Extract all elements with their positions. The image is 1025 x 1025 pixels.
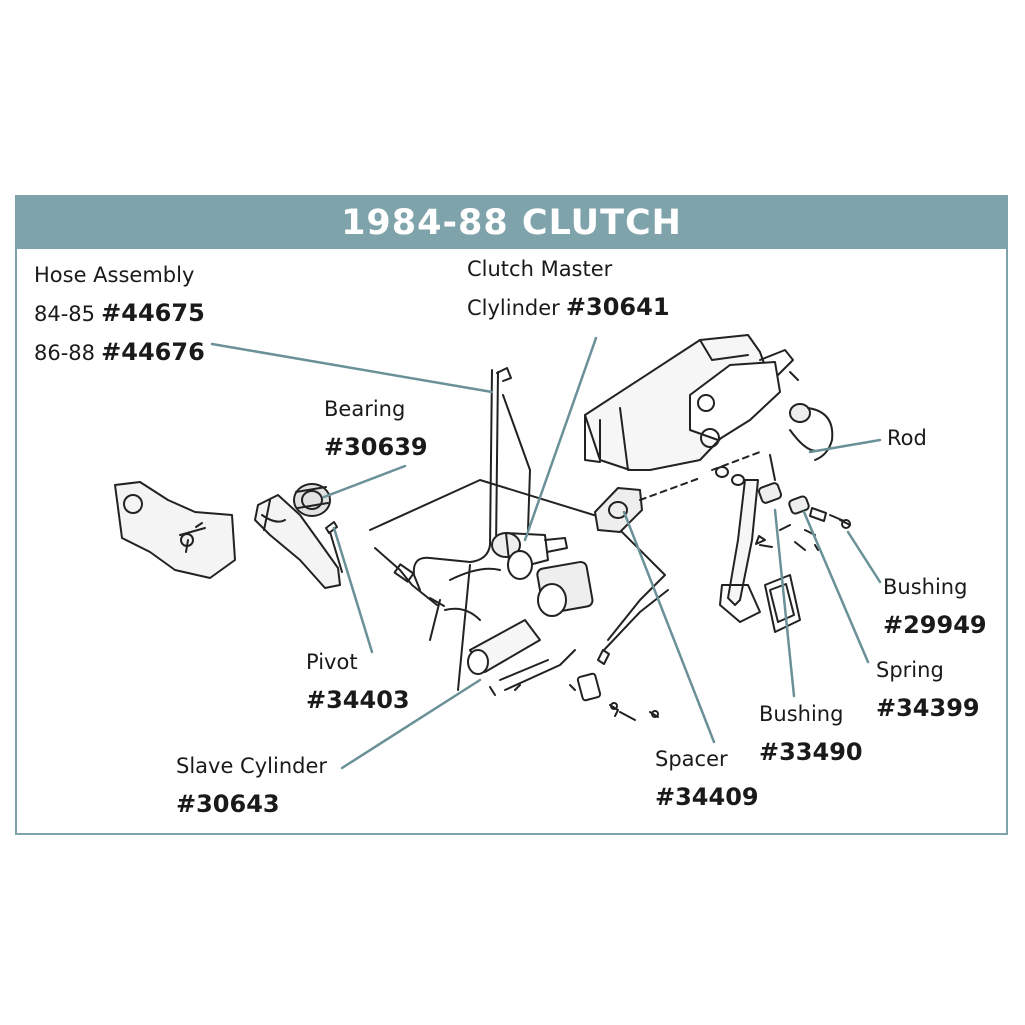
label-bushing-33490: Bushing #33490 xyxy=(759,695,863,771)
leader-spring xyxy=(802,510,870,664)
part-number-pivot: #34403 xyxy=(306,686,410,714)
pivot-stud xyxy=(325,521,343,573)
leader-slave xyxy=(340,678,482,770)
hose-assembly xyxy=(374,367,531,607)
lower-hardware xyxy=(569,589,669,721)
part-number-hose-1: #44675 xyxy=(101,299,205,327)
pedal-hardware xyxy=(715,454,851,551)
spacer-plate xyxy=(594,487,643,533)
part-number-bearing: #30639 xyxy=(324,433,428,461)
clutch-pedal xyxy=(719,479,801,633)
label-spring: Spring #34399 xyxy=(876,651,980,727)
label-rod: Rod xyxy=(887,426,927,450)
label-slave-cylinder: Slave Cylinder #30643 xyxy=(176,747,327,823)
label-bearing: Bearing #30639 xyxy=(324,390,428,466)
leader-master xyxy=(523,336,598,542)
leader-bearing xyxy=(322,464,407,499)
release-bearing xyxy=(293,483,331,517)
label-bushing-29949: Bushing #29949 xyxy=(883,568,987,644)
release-fork xyxy=(254,494,341,589)
label-pivot: Pivot #34403 xyxy=(306,643,410,719)
part-number-spring: #34399 xyxy=(876,694,980,722)
label-spacer: Spacer #34409 xyxy=(655,740,759,816)
leader-spacer xyxy=(622,510,716,744)
leader-pivot xyxy=(332,526,374,654)
leader-hose xyxy=(210,342,494,394)
part-number-bushing-1: #29949 xyxy=(883,611,987,639)
leader-bushing2 xyxy=(773,508,796,698)
part-number-bushing-2: #33490 xyxy=(759,738,863,766)
part-number-hose-2: #44676 xyxy=(101,338,205,366)
leader-bushing1 xyxy=(846,530,882,584)
pedal-support xyxy=(584,334,799,471)
leader-lines xyxy=(210,336,882,770)
leader-rod xyxy=(808,438,882,454)
master-cylinder xyxy=(491,532,568,580)
fork-bracket xyxy=(114,481,236,579)
part-number-slave: #30643 xyxy=(176,790,280,818)
diagram-title: 1984-88 CLUTCH xyxy=(17,197,1006,249)
label-clutch-master-cylinder: Clutch Master Clylinder #30641 xyxy=(467,257,670,321)
part-number-spacer: #34409 xyxy=(655,783,759,811)
label-hose-assembly: Hose Assembly 84-85 #44675 86-88 #44676 xyxy=(34,263,205,366)
part-number-master: #30641 xyxy=(565,293,670,321)
slave-cylinder xyxy=(467,560,594,696)
